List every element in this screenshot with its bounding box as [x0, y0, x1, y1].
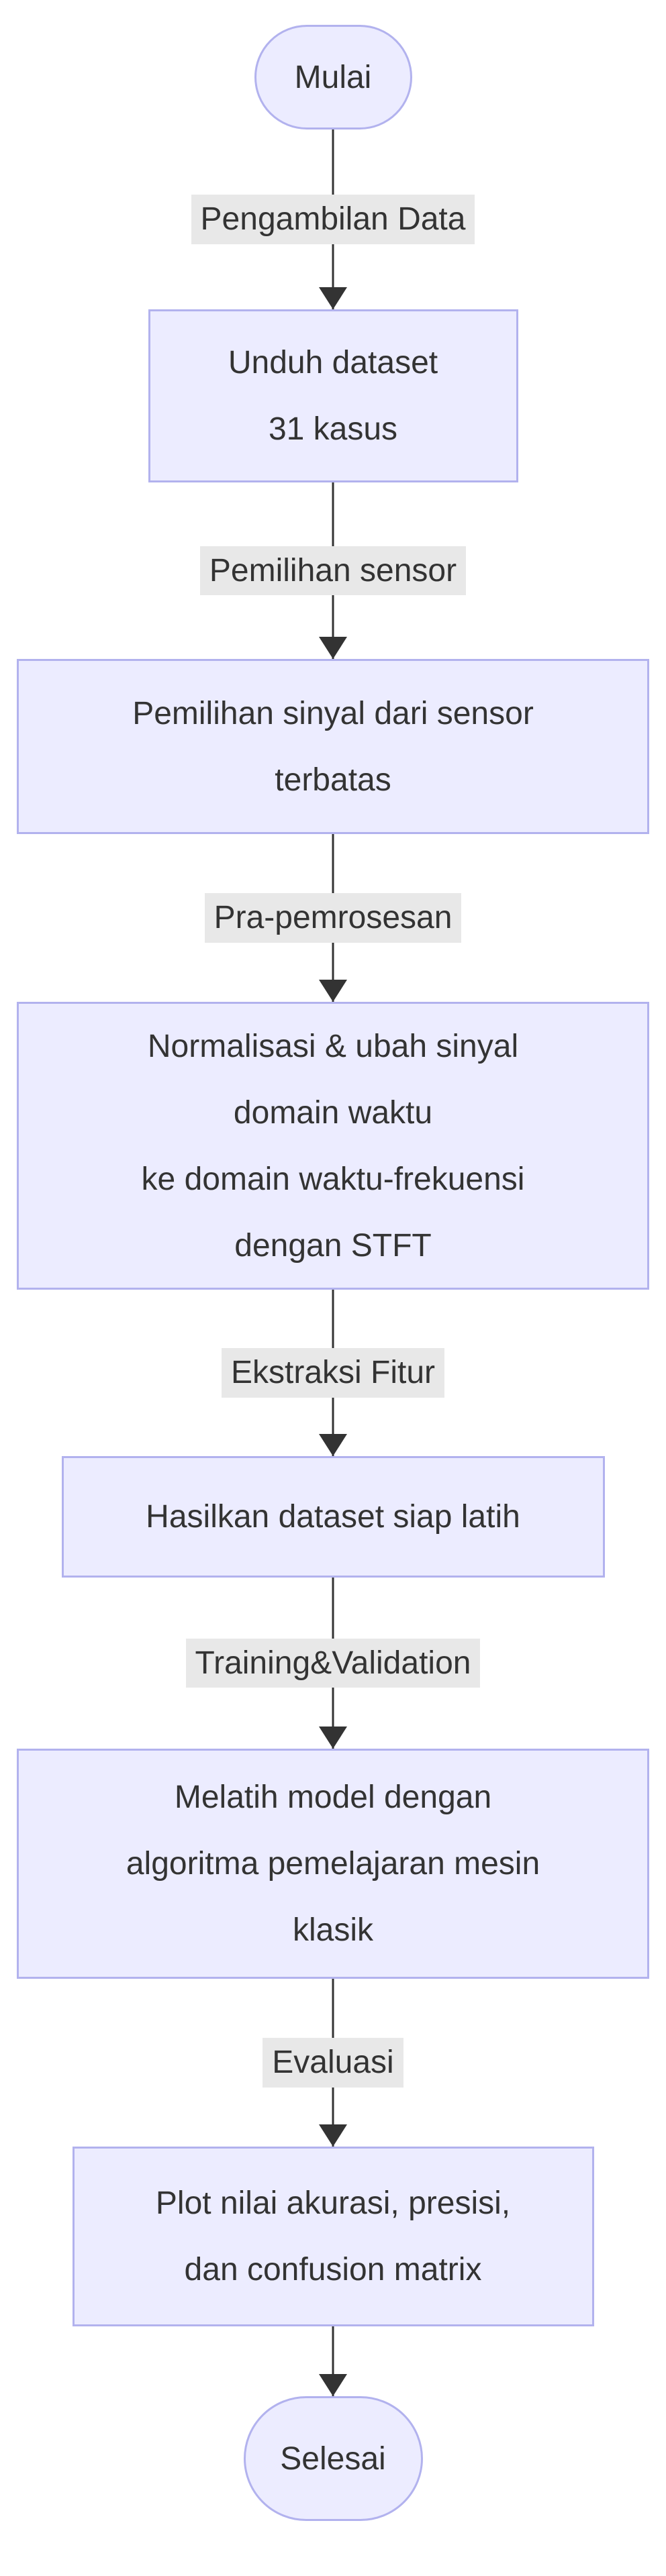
- process-node-plot-akurasi: Plot nilai akurasi, presisi, dan confusi…: [72, 2147, 594, 2326]
- edge-label-pra-pemrosesan: Pra-pemrosesan: [204, 893, 462, 943]
- node-text-line: ke domain waktu-frekuensi: [141, 1161, 525, 1197]
- node-text-line: Normalisasi & ubah sinyal: [147, 1028, 519, 1064]
- edge-label-pemilihan-sensor: Pemilihan sensor: [199, 546, 467, 596]
- process-node-hasilkan-dataset: Hasilkan dataset siap latih: [61, 1456, 605, 1578]
- edge-p4-to-p5: Training&Validation: [0, 1578, 666, 1749]
- node-text-line: algoritma pemelajaran mesin: [126, 1846, 540, 1882]
- edge-p5-to-p6: Evaluasi: [0, 1979, 666, 2147]
- edge-label-pengambilan-data: Pengambilan Data: [191, 195, 475, 244]
- edge-p2-to-p3: Pra-pemrosesan: [0, 834, 666, 1002]
- arrowhead-icon: [319, 2124, 347, 2147]
- node-text-line: domain waktu: [233, 1094, 433, 1131]
- process-node-unduh-dataset: Unduh dataset 31 kasus: [148, 309, 518, 482]
- node-text-line: Mulai: [294, 59, 372, 95]
- arrowhead-icon: [319, 1434, 347, 1456]
- arrowhead-icon: [319, 637, 347, 659]
- edge-label-ekstraksi-fitur: Ekstraksi Fitur: [221, 1348, 445, 1398]
- process-node-pemilihan-sinyal: Pemilihan sinyal dari sensor terbatas: [17, 659, 649, 834]
- arrowhead-icon: [319, 980, 347, 1002]
- arrowhead-icon: [319, 287, 347, 309]
- node-text-line: dan confusion matrix: [184, 2252, 482, 2287]
- arrowhead-icon: [319, 1727, 347, 1749]
- edge-label-evaluasi: Evaluasi: [263, 2038, 403, 2088]
- edge-p1-to-p2: Pemilihan sensor: [0, 482, 666, 659]
- node-text-line: dengan STFT: [234, 1227, 432, 1264]
- node-text-line: Selesai: [280, 2440, 386, 2477]
- node-text-line: Plot nilai akurasi, presisi,: [155, 2185, 511, 2221]
- node-text-line: Melatih model dengan: [174, 1780, 492, 1815]
- node-text-line: Pemilihan sinyal dari sensor: [132, 695, 534, 731]
- edge-p3-to-p4: Ekstraksi Fitur: [0, 1290, 666, 1456]
- end-node-selesai: Selesai: [243, 2396, 423, 2521]
- process-node-normalisasi-stft: Normalisasi & ubah sinyal domain waktu k…: [17, 1002, 649, 1290]
- arrowhead-icon: [319, 2374, 347, 2396]
- edge-start-to-p1: Pengambilan Data: [0, 130, 666, 309]
- node-text-line: klasik: [292, 1912, 374, 1948]
- node-text-line: Unduh dataset: [228, 345, 438, 380]
- edge-label-training-validation: Training&Validation: [185, 1638, 481, 1688]
- node-text-line: 31 kasus: [268, 411, 398, 447]
- node-text-line: terbatas: [275, 762, 391, 798]
- process-node-melatih-model: Melatih model dengan algoritma pemelajar…: [17, 1749, 649, 1979]
- edge-p6-to-end: [0, 2326, 666, 2396]
- edge-line: [332, 2326, 334, 2396]
- node-text-line: Hasilkan dataset siap latih: [146, 1499, 520, 1535]
- start-node-mulai: Mulai: [254, 25, 412, 130]
